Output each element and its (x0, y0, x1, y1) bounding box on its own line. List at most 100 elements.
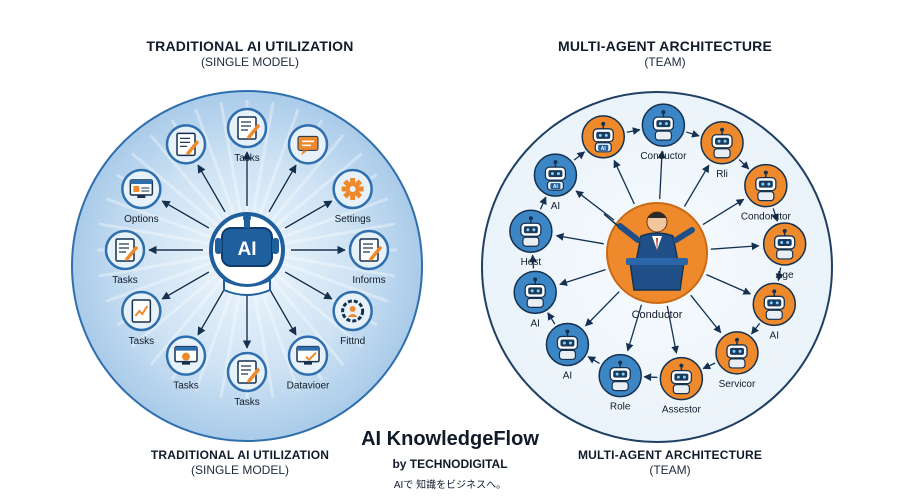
gear-icon (341, 178, 364, 200)
left-arrow (268, 164, 297, 213)
left-node-label: Settings (335, 214, 371, 225)
right-subtitle: (TEAM) (644, 55, 686, 69)
agent-node: AI (752, 282, 797, 341)
agent-node: Age (762, 222, 807, 281)
hub-arrow (585, 291, 620, 327)
robot-icon (556, 329, 579, 361)
agent-node: Servicor (715, 331, 759, 390)
left-nodes: TasksSettingsInformsFittndDatavioerTasks… (104, 107, 390, 408)
hub-arrow (657, 150, 666, 200)
robot-icon (774, 228, 796, 260)
left-subtitle: (SINGLE MODEL) (200, 55, 299, 69)
left-node (165, 124, 207, 165)
left-node: Tasks (165, 335, 207, 392)
hub-arrow (706, 274, 752, 295)
left-node-label: Informs (352, 275, 385, 286)
left-arrow (161, 271, 210, 300)
agent-label: AI (563, 370, 572, 381)
agent-node: AI (581, 115, 626, 159)
left-node: Datavioer (287, 335, 330, 392)
robot-icon (670, 363, 693, 395)
agent-node: AI AI (533, 153, 578, 212)
document-pencil-icon (237, 116, 260, 140)
agent-label: Conductor (640, 151, 687, 162)
ring-arrow (775, 267, 784, 282)
left-node-label: Options (124, 214, 158, 225)
hub-arrow (690, 294, 722, 334)
right-bottom-title: MULTI-AGENT ARCHITECTURE (577, 448, 763, 462)
left-bottom-title: TRADITIONAL AI UTILIZATION (150, 448, 330, 462)
robot-icon (755, 170, 777, 202)
left-node: Settings (332, 168, 373, 225)
robot-icon: AI (544, 160, 567, 191)
left-node: Informs (348, 229, 390, 286)
agent-label: Age (776, 270, 794, 281)
agent-label: AI (551, 201, 560, 212)
ring-arrow (738, 159, 750, 170)
hub-arrow (625, 304, 643, 352)
left-node-label: Tasks (234, 153, 260, 164)
ai-hub-label: AI (238, 239, 257, 260)
hub-arrow (666, 305, 679, 354)
conductor-hub (603, 202, 708, 304)
left-bottom-subtitle: (SINGLE MODEL) (190, 463, 289, 477)
agent-label: Servicor (719, 379, 756, 390)
hub-arrow (559, 268, 606, 286)
right-nodes: ConductorRliCondoratorAgeAIServicorAsses… (509, 103, 807, 416)
left-arrow (197, 164, 226, 213)
agent-node: Rli (700, 121, 744, 180)
ring-arrow (547, 312, 556, 325)
robot-icon: AI (592, 121, 614, 153)
ring-arrow (702, 362, 716, 370)
chart-document-icon (131, 299, 152, 323)
ring-arrow (626, 127, 641, 135)
left-node: Tasks (104, 229, 146, 286)
hub-arrow (710, 242, 760, 251)
document-pencil-icon (176, 132, 199, 157)
left-node: Tasks (121, 290, 162, 347)
agent-node: AI (513, 270, 557, 329)
left-node: Tasks (226, 351, 268, 408)
robot-icon (609, 360, 631, 392)
agent-node: AI (545, 322, 590, 381)
ai-hub: AI (209, 212, 285, 296)
robot-icon (524, 277, 546, 308)
chat-bubble-icon (297, 135, 319, 156)
agent-node: Assestor (659, 356, 704, 416)
left-node-label: Tasks (234, 397, 260, 408)
agent-label: Host (521, 257, 542, 268)
agent-label: AI (770, 330, 779, 341)
document-pencil-icon (359, 238, 382, 262)
document-pencil-icon (115, 238, 138, 262)
hub-arrow (613, 159, 635, 205)
robot-icon (726, 337, 748, 369)
user-gear-icon (341, 299, 365, 323)
agent-node: Conductor (640, 103, 687, 162)
ring-arrow (539, 196, 547, 210)
left-node: Fittnd (332, 290, 373, 347)
ring-arrow (771, 208, 779, 222)
left-arrow (284, 200, 333, 229)
right-bottom-subtitle: (TEAM) (649, 463, 691, 477)
ring-arrow (751, 322, 761, 335)
monitor-play-icon (174, 345, 198, 365)
hub-arrow (683, 164, 710, 207)
agent-label: Assestor (662, 405, 702, 416)
left-title: TRADITIONAL AI UTILIZATION (146, 38, 354, 54)
agent-badge: AI (553, 184, 559, 190)
hub-arrow (555, 233, 604, 245)
agent-node: Host (509, 209, 553, 268)
ring-arrow (643, 373, 658, 382)
right-arrows (529, 127, 784, 382)
brand-name: AI KnowledgeFlow (361, 428, 539, 450)
left-arrow (197, 287, 226, 336)
conductor-hub-label: Conductor (632, 309, 683, 321)
left-node-label: Tasks (129, 336, 155, 347)
left-arrow (268, 287, 297, 336)
left-node-label: Tasks (112, 275, 138, 286)
agent-label: Rli (716, 169, 728, 180)
document-pencil-icon (237, 360, 260, 384)
left-node-label: Datavioer (287, 381, 330, 392)
hub-arrow (575, 190, 615, 221)
